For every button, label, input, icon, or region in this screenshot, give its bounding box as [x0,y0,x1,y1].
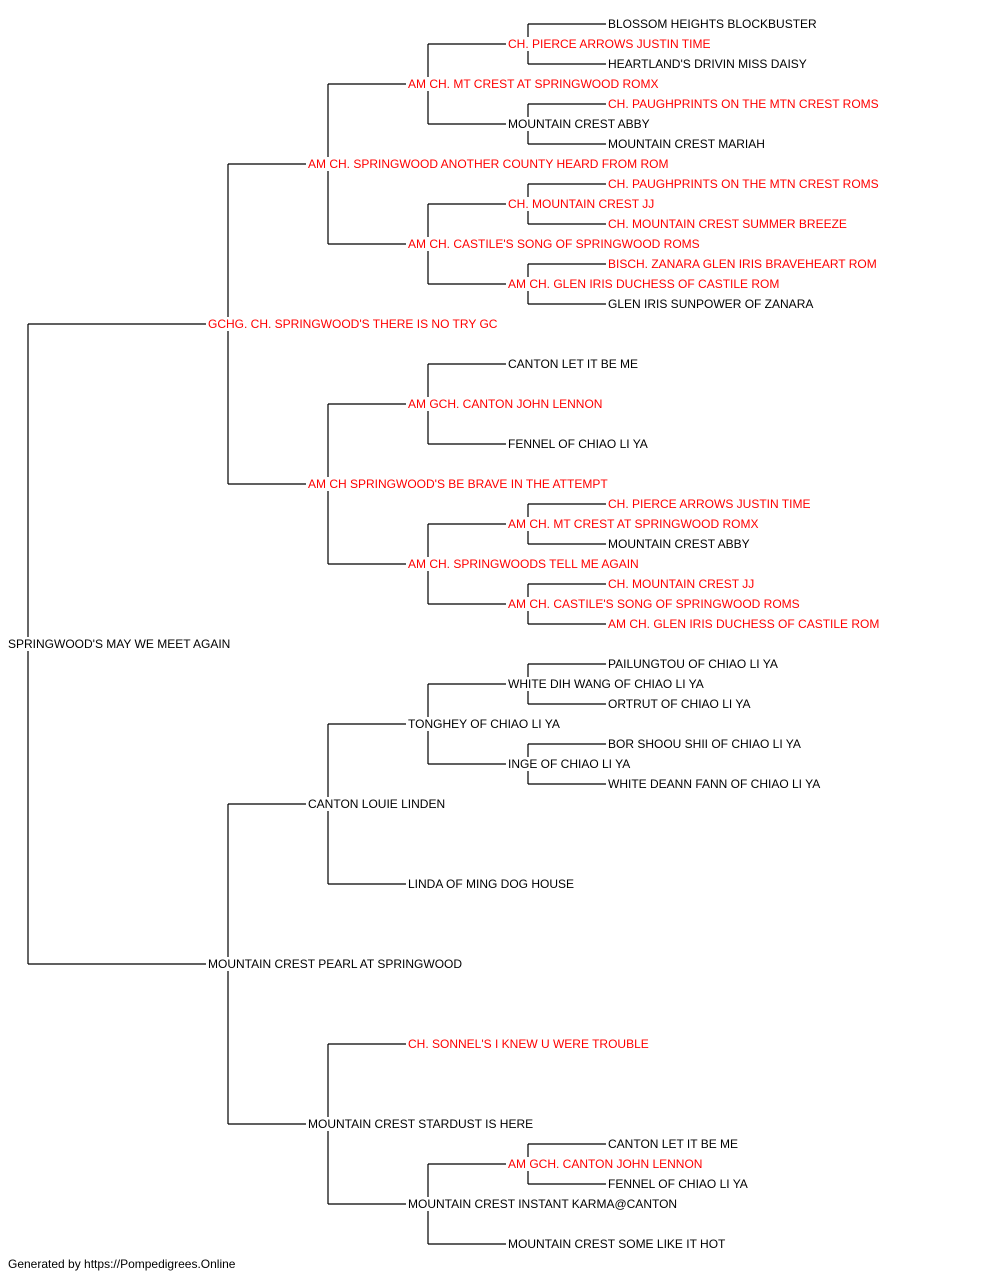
pedigree-node-pedigree.sire.sire: AM CH. SPRINGWOOD ANOTHER COUNTY HEARD F… [308,157,671,171]
pedigree-node-pedigree.sire.dam.dam.dam.sire: CH. MOUNTAIN CREST JJ [608,577,757,591]
pedigree-node-pedigree.dam.dam.dam: MOUNTAIN CREST INSTANT KARMA@CANTON [408,1197,680,1211]
pedigree-node-pedigree.sire.sire.dam.dam.sire: BISCH. ZANARA GLEN IRIS BRAVEHEART ROM [608,257,879,271]
pedigree-node-pedigree.sire.dam.sire.sire: CANTON LET IT BE ME [508,357,641,371]
pedigree-node-pedigree.dam.dam.dam.sire: AM GCH. CANTON JOHN LENNON [508,1157,705,1171]
pedigree-node-pedigree.sire.sire.sire.dam.sire: CH. PAUGHPRINTS ON THE MTN CREST ROMS [608,97,881,111]
pedigree-node-pedigree.sire.sire.dam.sire: CH. MOUNTAIN CREST JJ [508,197,657,211]
pedigree-node-pedigree.sire.dam.dam.sire.sire: CH. PIERCE ARROWS JUSTIN TIME [608,497,813,511]
pedigree-node-pedigree.dam.sire.sire.sire.sire: PAILUNGTOU OF CHIAO LI YA [608,657,780,671]
pedigree-node-pedigree.sire.sire.dam.dam.dam: GLEN IRIS SUNPOWER OF ZANARA [608,297,816,311]
pedigree-node-pedigree.sire.sire.sire: AM CH. MT CREST AT SPRINGWOOD ROMX [408,77,661,91]
pedigree-node-pedigree.sire.sire.dam.sire.dam: CH. MOUNTAIN CREST SUMMER BREEZE [608,217,849,231]
pedigree-node-pedigree.dam.dam.dam.sire.dam: FENNEL OF CHIAO LI YA [608,1177,750,1191]
pedigree-node-pedigree.sire.dam.dam.sire: AM CH. MT CREST AT SPRINGWOOD ROMX [508,517,761,531]
pedigree-node-pedigree.dam.dam.dam.dam: MOUNTAIN CREST SOME LIKE IT HOT [508,1237,728,1251]
pedigree-node-pedigree.dam: MOUNTAIN CREST PEARL AT SPRINGWOOD [208,957,465,971]
pedigree-node-pedigree.sire.dam.sire.dam: FENNEL OF CHIAO LI YA [508,437,650,451]
generator-credit: Generated by https://Pompedigrees.Online [8,1257,236,1271]
pedigree-node-pedigree.dam.sire.sire.dam: INGE OF CHIAO LI YA [508,757,633,771]
pedigree-node-pedigree.dam.dam.dam.sire.sire: CANTON LET IT BE ME [608,1137,741,1151]
pedigree-node-pedigree.sire.dam.sire: AM GCH. CANTON JOHN LENNON [408,397,605,411]
pedigree-node-pedigree.sire.dam.dam.dam.dam: AM CH. GLEN IRIS DUCHESS OF CASTILE ROM [608,617,882,631]
pedigree-node-pedigree.sire.sire.dam.dam: AM CH. GLEN IRIS DUCHESS OF CASTILE ROM [508,277,782,291]
pedigree-node-pedigree.sire.dam.dam: AM CH. SPRINGWOODS TELL ME AGAIN [408,557,641,571]
pedigree-node-pedigree.sire.dam.dam.dam: AM CH. CASTILE'S SONG OF SPRINGWOOD ROMS [508,597,802,611]
pedigree-node-pedigree.sire.sire.sire.dam: MOUNTAIN CREST ABBY [508,117,652,131]
pedigree-node-pedigree.sire.sire.sire.dam.dam: MOUNTAIN CREST MARIAH [608,137,767,151]
pedigree-node-pedigree.dam.sire.sire.dam.dam: WHITE DEANN FANN OF CHIAO LI YA [608,777,823,791]
pedigree-node-pedigree.sire.dam.dam.sire.dam: MOUNTAIN CREST ABBY [608,537,752,551]
pedigree-node-pedigree.dam.sire: CANTON LOUIE LINDEN [308,797,448,811]
pedigree-node-pedigree.sire.sire.sire.sire.dam: HEARTLAND'S DRIVIN MISS DAISY [608,57,809,71]
pedigree-node-pedigree.sire: GCHG. CH. SPRINGWOOD'S THERE IS NO TRY G… [208,317,500,331]
pedigree-node-pedigree.sire.sire.dam: AM CH. CASTILE'S SONG OF SPRINGWOOD ROMS [408,237,702,251]
pedigree-node-pedigree.dam.sire.dam: LINDA OF MING DOG HOUSE [408,877,577,891]
pedigree-node-pedigree.sire.sire.dam.sire.sire: CH. PAUGHPRINTS ON THE MTN CREST ROMS [608,177,881,191]
pedigree-node-pedigree.dam.dam.sire: CH. SONNEL'S I KNEW U WERE TROUBLE [408,1037,651,1051]
pedigree-node-pedigree.dam.sire.sire.sire.dam: ORTRUT OF CHIAO LI YA [608,697,753,711]
pedigree-node-pedigree.sire.sire.sire.sire: CH. PIERCE ARROWS JUSTIN TIME [508,37,713,51]
pedigree-node-pedigree.dam.sire.sire.dam.sire: BOR SHOOU SHII OF CHIAO LI YA [608,737,803,751]
pedigree-node-pedigree.dam.sire.sire.sire: WHITE DIH WANG OF CHIAO LI YA [508,677,706,691]
pedigree-node-pedigree.sire.sire.sire.sire.sire: BLOSSOM HEIGHTS BLOCKBUSTER [608,17,819,31]
pedigree-node-pedigree.sire.dam: AM CH SPRINGWOOD'S BE BRAVE IN THE ATTEM… [308,477,610,491]
pedigree-node-pedigree.dam.dam: MOUNTAIN CREST STARDUST IS HERE [308,1117,536,1131]
pedigree-node-pedigree: SPRINGWOOD'S MAY WE MEET AGAIN [8,637,233,651]
pedigree-node-pedigree.dam.sire.sire: TONGHEY OF CHIAO LI YA [408,717,562,731]
